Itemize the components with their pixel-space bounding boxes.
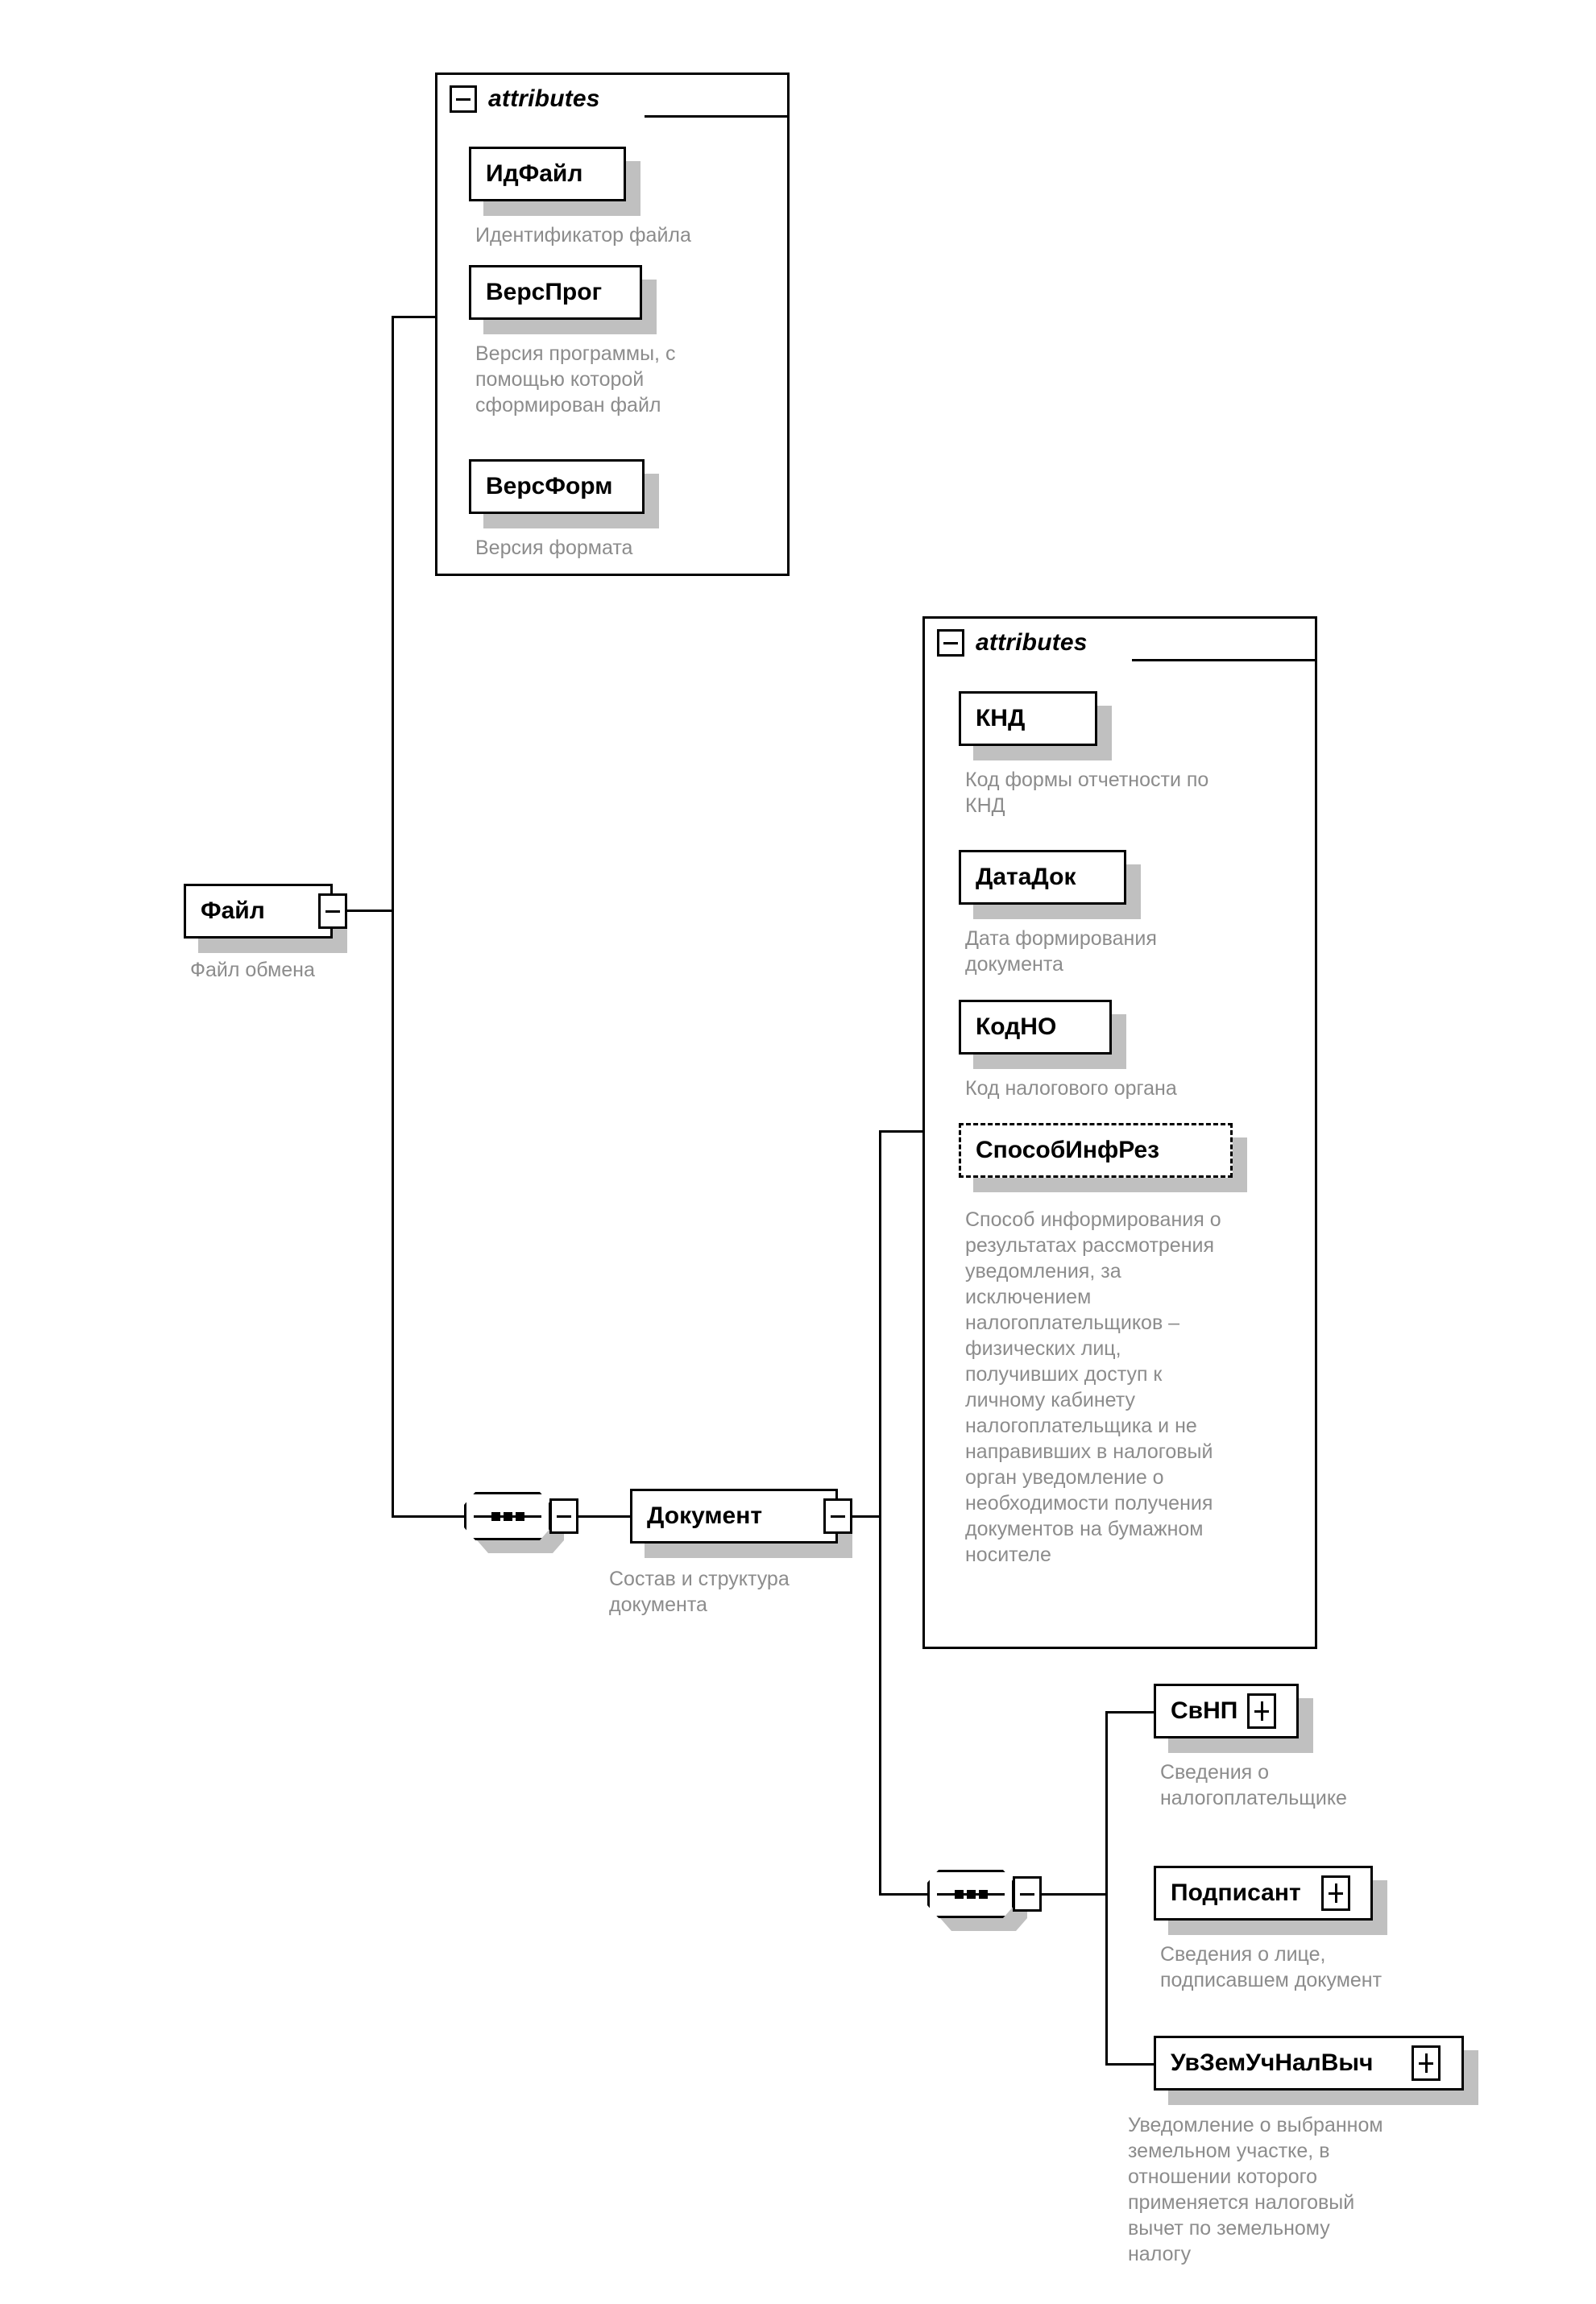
attribute-doc-knd: Код формы отчетности по КНД: [965, 769, 1209, 817]
sequence-dot: [516, 1512, 524, 1521]
expander-minus-file-sequence[interactable]: [549, 1498, 578, 1534]
attribute-node-knd[interactable]: КНД: [959, 691, 1097, 746]
element-node-label: СвНП: [1171, 1697, 1238, 1724]
expander-minus-fail[interactable]: [318, 893, 347, 929]
attribute-node-label: ВерсФорм: [486, 473, 613, 499]
element-node-svnp[interactable]: СвНП: [1154, 1684, 1299, 1738]
attribute-node-label: ВерсПрог: [486, 279, 603, 305]
attribute-node-label: КНД: [976, 705, 1026, 731]
attribute-node-label: КодНО: [976, 1013, 1057, 1040]
attribute-doc-kodno: Код налогового органа: [965, 1077, 1177, 1100]
element-node-label: УвЗемУчНалВыч: [1171, 2049, 1374, 2076]
file-attributes-frame: [435, 73, 790, 576]
connector-line: [879, 1893, 927, 1896]
attribute-doc-versform: Версия формата: [475, 537, 633, 559]
connector-line: [578, 1515, 630, 1518]
element-doc-fail: Файл обмена: [190, 959, 315, 981]
document-attributes-label: attributes: [976, 629, 1088, 656]
sequence-dot: [979, 1890, 988, 1899]
expander-minus-document-sequence[interactable]: [1013, 1876, 1042, 1912]
attribute-node-label: ИдФайл: [486, 160, 583, 187]
connector-line: [1042, 1893, 1108, 1896]
file-attributes-label: attributes: [488, 85, 600, 112]
connector-line: [392, 316, 437, 318]
attribute-node-kodno[interactable]: КодНО: [959, 1000, 1112, 1055]
attribute-doc-datadok: Дата формирования документа: [965, 927, 1157, 976]
element-doc-podpisant: Сведения о лице, подписавшем документ: [1160, 1943, 1383, 1991]
minus-icon[interactable]: [450, 85, 477, 113]
connector-line: [1105, 1711, 1108, 2066]
document-attributes-frame: [922, 616, 1317, 1649]
connector-line: [392, 316, 394, 1518]
attribute-node-idfail[interactable]: ИдФайл: [469, 147, 626, 201]
element-node-label: Документ: [647, 1502, 763, 1529]
element-node-dokument[interactable]: Документ: [630, 1489, 838, 1544]
element-node-label: Подписант: [1171, 1879, 1301, 1906]
attribute-doc-sposobinfrez: Способ информирования о результатах расс…: [965, 1208, 1221, 1566]
sequence-dot: [955, 1890, 964, 1899]
element-node-label: Файл: [201, 897, 265, 924]
connector-line: [879, 1130, 881, 1896]
sequence-dot: [967, 1890, 976, 1899]
attribute-node-label: СпособИнфРез: [976, 1137, 1160, 1163]
expander-plus-uvzemuchnalvych[interactable]: [1412, 2045, 1441, 2081]
connector-line: [347, 910, 394, 912]
attribute-doc-versprog: Версия программы, с помощью которой сфор…: [475, 342, 676, 416]
expander-plus-svnp[interactable]: [1247, 1693, 1276, 1729]
document-attributes-tab-underline: [1132, 659, 1317, 661]
connector-line: [1105, 1711, 1155, 1713]
expander-plus-podpisant[interactable]: [1321, 1875, 1350, 1911]
attribute-node-versform[interactable]: ВерсФорм: [469, 459, 645, 514]
element-doc-svnp: Сведения о налогоплательщике: [1160, 1761, 1347, 1809]
sequence-dot: [491, 1512, 500, 1521]
sequence-connector-document[interactable]: [927, 1870, 1014, 1918]
sequence-connector-file[interactable]: [464, 1492, 551, 1540]
element-doc-dokument: Состав и структура документа: [609, 1568, 790, 1616]
element-node-fail[interactable]: Файл: [184, 884, 333, 939]
attribute-node-label: ДатаДок: [976, 864, 1076, 890]
connector-line: [852, 1515, 881, 1518]
attribute-node-sposobinfrez[interactable]: СпособИнфРез: [959, 1123, 1233, 1178]
element-doc-uvzemuchnalvych: Уведомление о выбранном земельном участк…: [1128, 2114, 1383, 2265]
document-attributes-tab[interactable]: attributes: [932, 620, 1094, 665]
file-attributes-tab-underline: [645, 115, 790, 118]
connector-line: [392, 1515, 464, 1518]
attribute-node-versprog[interactable]: ВерсПрог: [469, 265, 642, 320]
sequence-dot: [504, 1512, 512, 1521]
attribute-doc-idfail: Идентификатор файла: [475, 224, 691, 247]
connector-line: [1105, 2063, 1155, 2066]
minus-icon[interactable]: [937, 629, 964, 657]
connector-line: [879, 1130, 924, 1133]
attribute-node-datadok[interactable]: ДатаДок: [959, 850, 1126, 905]
file-attributes-tab[interactable]: attributes: [445, 77, 607, 122]
expander-minus-dokument[interactable]: [823, 1498, 852, 1534]
